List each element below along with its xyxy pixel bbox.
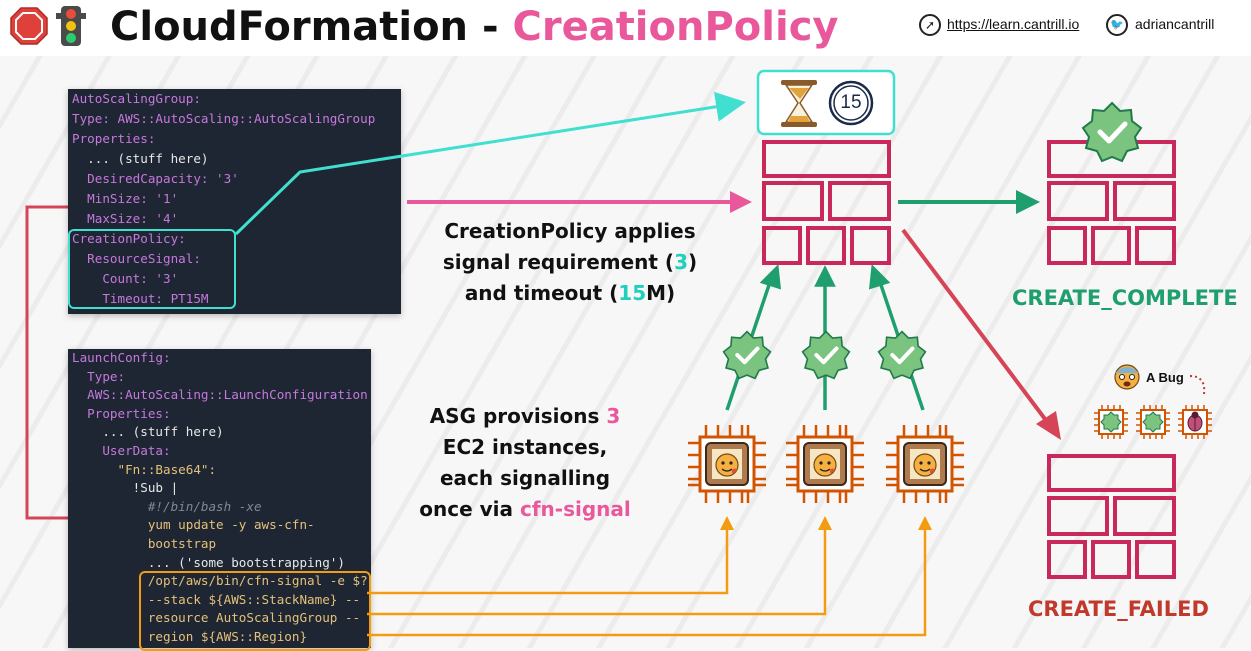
ec2-instance-icon-1 bbox=[688, 425, 766, 503]
asg-line-6: MaxSize: '4' bbox=[72, 211, 179, 226]
stop-sign-icon bbox=[10, 7, 48, 45]
caption1-timeout: 15 bbox=[618, 281, 647, 305]
hourglass-icon bbox=[781, 80, 817, 127]
ec2-instance-icon-3 bbox=[886, 425, 964, 503]
creationpolicy-highlight bbox=[68, 229, 236, 309]
caption2-line3: each signalling bbox=[439, 466, 611, 490]
lc-line-1: Type: bbox=[72, 368, 126, 384]
lc-line-15: region ${AWS::Region} bbox=[72, 628, 308, 644]
mini-chip-1 bbox=[1094, 405, 1128, 439]
lc-line-9: yum update -y aws-cfn- bbox=[72, 517, 315, 533]
asg-line-7: CreationPolicy: bbox=[72, 231, 186, 246]
caption2-line4-pre: once via bbox=[419, 497, 520, 521]
create-failed-label: CREATE_FAILED bbox=[1028, 597, 1209, 621]
badge-check-3 bbox=[877, 330, 927, 380]
asg-line-10: Timeout: PT15M bbox=[72, 291, 209, 306]
create-complete-label: CREATE_COMPLETE bbox=[1012, 286, 1238, 310]
traffic-light-icon bbox=[56, 6, 86, 46]
asg-caption: ASG provisions 3 EC2 instances, each sig… bbox=[400, 401, 650, 525]
lc-line-10: bootstrap bbox=[72, 535, 217, 551]
lc-line-0: LaunchConfig: bbox=[72, 350, 171, 365]
lc-line-7: !Sub | bbox=[72, 480, 179, 496]
lc-line-13: --stack ${AWS::StackName} -- bbox=[72, 591, 361, 607]
caption2-instance-count: 3 bbox=[606, 404, 621, 428]
bug-label: A Bug bbox=[1146, 370, 1184, 385]
lc-line-6: "Fn::Base64": bbox=[72, 461, 217, 477]
website-link[interactable]: https://learn.cantrill.io bbox=[947, 16, 1080, 32]
lc-line-4: ... (stuff here) bbox=[72, 424, 224, 440]
asg-line-1: Type: AWS::AutoScaling::AutoScalingGroup bbox=[72, 109, 401, 129]
asg-line-3: ... (stuff here) bbox=[72, 151, 209, 166]
asg-line-9: Count: '3' bbox=[72, 271, 179, 286]
asg-line-8: ResourceSignal: bbox=[72, 251, 201, 266]
mini-chip-2 bbox=[1136, 405, 1170, 439]
timer-value: 15 bbox=[840, 92, 862, 113]
mini-chip-bug bbox=[1178, 405, 1212, 439]
lc-line-8: #!/bin/bash -xe bbox=[72, 498, 262, 514]
asg-line-1-text: Type: AWS::AutoScaling::AutoScalingGroup bbox=[72, 111, 376, 126]
caption1-line3-post: M) bbox=[646, 281, 676, 305]
caption2-line1-pre: ASG provisions bbox=[429, 404, 607, 428]
twitter-icon: 🐦 bbox=[1106, 14, 1128, 36]
launchconfig-code-block: LaunchConfig: Type: AWS::AutoScaling::La… bbox=[68, 349, 371, 648]
caption2-cfn-signal: cfn-signal bbox=[519, 497, 631, 521]
compass-icon: ➚ bbox=[919, 14, 941, 36]
badge-check-2 bbox=[801, 330, 851, 380]
clock-15-icon bbox=[828, 80, 874, 126]
badge-check-complete bbox=[1081, 101, 1143, 163]
caption1-line2-post: ) bbox=[687, 250, 698, 274]
caption1-line2-pre: signal requirement ( bbox=[442, 250, 675, 274]
header-bar: CloudFormation - CreationPolicy ➚ https:… bbox=[0, 0, 1251, 56]
lc-line-3: Properties: bbox=[72, 405, 171, 421]
twitter-handle[interactable]: adriancantrill bbox=[1135, 16, 1215, 32]
bug-dotted-arrow bbox=[1189, 375, 1206, 395]
caption2-line4: once via cfn-signal bbox=[400, 494, 650, 525]
asg-line-0: AutoScalingGroup: bbox=[72, 91, 201, 106]
page-title: CloudFormation - CreationPolicy bbox=[110, 2, 838, 52]
caption2-line1: ASG provisions 3 bbox=[400, 401, 650, 432]
badge-check-1 bbox=[722, 330, 772, 380]
caption1-line3-pre: and timeout ( bbox=[464, 281, 619, 305]
caption1-line3: and timeout (15M) bbox=[420, 278, 720, 309]
asg-line-4: DesiredCapacity: '3' bbox=[72, 171, 239, 186]
bug-instances-row bbox=[1094, 405, 1212, 439]
caption1-signal-count: 3 bbox=[674, 250, 688, 274]
title-accent: CreationPolicy bbox=[512, 4, 839, 50]
creation-policy-caption: CreationPolicy applies signal requiremen… bbox=[420, 216, 720, 309]
ec2-instance-icon-2 bbox=[786, 425, 864, 503]
lc-line-5: UserData: bbox=[72, 442, 171, 458]
lc-line-12: /opt/aws/bin/cfn-signal -e $? bbox=[72, 573, 368, 589]
caption1-line1: CreationPolicy applies bbox=[444, 219, 696, 243]
scared-face-icon bbox=[1114, 364, 1140, 390]
lc-line-14: resource AutoScalingGroup -- bbox=[72, 610, 361, 626]
lc-line-2: AWS::AutoScaling::LaunchConfiguration bbox=[72, 387, 368, 403]
caption2-line2: EC2 instances, bbox=[442, 435, 608, 459]
title-main: CloudFormation - bbox=[110, 4, 513, 50]
asg-line-2: Properties: bbox=[72, 131, 156, 146]
caption1-line2: signal requirement (3) bbox=[420, 247, 720, 278]
asg-line-5: MinSize: '1' bbox=[72, 191, 179, 206]
lc-line-11: ... ('some bootstrapping') bbox=[72, 554, 345, 570]
